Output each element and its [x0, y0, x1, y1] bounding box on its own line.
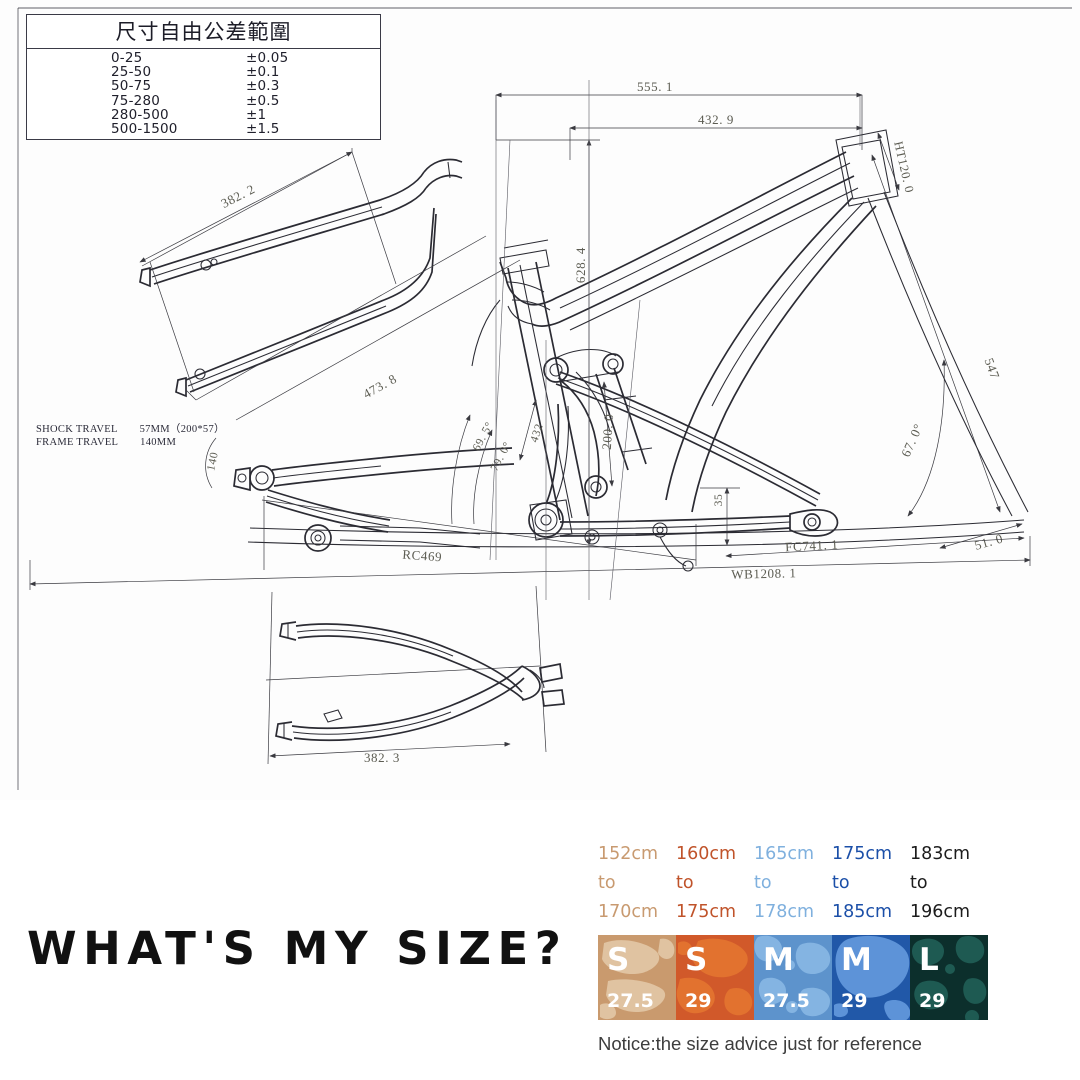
tile-wheel-size: 29	[919, 990, 946, 1012]
height-from: 175cm	[832, 844, 893, 864]
tolerance-value: ±0.5	[246, 92, 280, 109]
height-range-column: 175cm to 185cm	[832, 840, 910, 935]
height-connector: to	[910, 873, 928, 893]
dim-head-tube: HT120. 0	[891, 140, 917, 195]
tolerance-value: ±1.5	[246, 121, 280, 138]
dim-473-8: 473. 8	[360, 371, 399, 402]
size-height-ranges: 152cm to 170cm 160cm to 175cm 165cm to 1…	[598, 840, 1053, 935]
height-from: 183cm	[910, 844, 971, 864]
tile-size-letter: M	[841, 942, 872, 978]
height-range-column: 152cm to 170cm	[598, 840, 676, 935]
height-to: 175cm	[676, 902, 737, 922]
tolerance-range: 0-25	[111, 50, 143, 66]
tolerance-value: ±1	[246, 106, 267, 123]
dim-382-3: 382. 3	[364, 750, 400, 765]
table-row: 280-500 ±1	[27, 108, 380, 122]
height-connector: to	[676, 873, 694, 893]
frame-travel-value: 140MM	[140, 436, 177, 448]
frame-travel-label: FRAME TRAVEL	[36, 436, 119, 448]
tolerance-range: 500-1500	[111, 121, 178, 138]
tolerance-table: 尺寸自由公差範圍 0-25 ±0.05 25-50 ±0.1 50-75 ±0.…	[26, 14, 381, 141]
height-connector: to	[598, 873, 616, 893]
frame-travel-note: FRAME TRAVEL 140MM	[36, 437, 225, 450]
size-chart: 152cm to 170cm 160cm to 175cm 165cm to 1…	[598, 840, 1053, 1055]
terrazzo-pattern-icon	[910, 935, 988, 1020]
tile-size-letter: S	[685, 942, 708, 978]
tolerance-range: 25-50	[111, 64, 152, 81]
height-from: 152cm	[598, 844, 659, 864]
height-range-column: 183cm to 196cm	[910, 840, 988, 935]
dim-628-4: 628. 4	[573, 247, 588, 283]
frame-drawing-svg: .ln { fill:none; stroke:#2b2b33; stroke-…	[17, 7, 1072, 790]
size-notice: Notice:the size advice just for referenc…	[598, 1033, 922, 1054]
dim-fc741: FC741. 1	[785, 537, 839, 555]
terrazzo-pattern-icon	[754, 935, 832, 1020]
size-tile-m-27-5[interactable]: M 27.5	[754, 935, 832, 1020]
height-range-column: 160cm to 175cm	[676, 840, 754, 935]
dim-35: 35	[713, 494, 725, 507]
table-row: 25-50 ±0.1	[27, 65, 380, 79]
travel-notes: SHOCK TRAVEL 57MM（200*57） FRAME TRAVEL 1…	[36, 424, 225, 449]
tile-wheel-size: 27.5	[607, 990, 654, 1012]
table-row: 75-280 ±0.5	[27, 92, 380, 109]
dim-140-arc: 140	[205, 451, 221, 472]
tile-wheel-size: 29	[685, 990, 712, 1012]
table-row: 0-25 ±0.05	[27, 51, 380, 65]
size-tiles: S 27.5 S 29	[598, 935, 1053, 1020]
shock-travel-value: 57MM（200*57）	[139, 424, 225, 435]
tile-size-letter: S	[607, 942, 630, 978]
height-to: 185cm	[832, 902, 893, 922]
tolerance-value: ±0.3	[246, 78, 280, 95]
dim-rc469: RC469	[402, 547, 443, 565]
dim-51-0: 51. 0	[973, 530, 1005, 552]
tile-wheel-size: 29	[841, 990, 868, 1012]
tile-size-letter: M	[763, 942, 794, 978]
dim-wb1208: WB1208. 1	[731, 565, 797, 582]
tile-size-letter: L	[919, 942, 939, 978]
dim-432: 432	[528, 422, 545, 444]
height-to: 170cm	[598, 902, 659, 922]
tolerance-range: 280-500	[111, 106, 169, 123]
terrazzo-pattern-icon	[832, 935, 910, 1020]
terrazzo-pattern-icon	[676, 935, 754, 1020]
tolerance-range: 75-280	[111, 92, 161, 109]
height-from: 160cm	[676, 844, 737, 864]
size-tile-s-27-5[interactable]: S 27.5	[598, 935, 676, 1020]
tolerance-table-title: 尺寸自由公差範圍	[27, 15, 380, 49]
table-row: 50-75 ±0.3	[27, 79, 380, 93]
tolerance-value: ±0.05	[246, 50, 289, 66]
tolerance-table-body: 0-25 ±0.05 25-50 ±0.1 50-75 ±0.3 75-280 …	[27, 49, 380, 139]
shock-travel-label: SHOCK TRAVEL	[36, 424, 118, 435]
dim-200: 200. 0	[599, 413, 616, 450]
height-to: 178cm	[754, 902, 815, 922]
shock-travel-note: SHOCK TRAVEL 57MM（200*57）	[36, 424, 225, 437]
table-row: 500-1500 ±1.5	[27, 122, 380, 136]
tile-wheel-size: 27.5	[763, 990, 810, 1012]
height-connector: to	[832, 873, 850, 893]
terrazzo-pattern-icon	[598, 935, 676, 1020]
size-tile-s-29[interactable]: S 29	[676, 935, 754, 1020]
page-title: WHAT'S MY SIZE?	[27, 922, 568, 975]
dim-67-0: 67. 0°	[898, 421, 926, 459]
height-to: 196cm	[910, 902, 971, 922]
size-guide-panel: WHAT'S MY SIZE? 152cm to 170cm 160cm to …	[0, 800, 1080, 1080]
height-from: 165cm	[754, 844, 815, 864]
height-range-column: 165cm to 178cm	[754, 840, 832, 935]
height-connector: to	[754, 873, 772, 893]
dim-79-0: 79. 0°	[489, 440, 514, 473]
technical-drawing-panel: .ln { fill:none; stroke:#2b2b33; stroke-…	[17, 7, 1072, 790]
dim-432-9: 432. 9	[698, 112, 734, 127]
tolerance-range: 50-75	[111, 78, 152, 95]
size-tile-l-29[interactable]: L 29	[910, 935, 988, 1020]
dim-555: 555. 1	[637, 79, 673, 94]
dim-547: 547	[982, 356, 1003, 381]
tolerance-value: ±0.1	[246, 64, 280, 81]
size-tile-m-29[interactable]: M 29	[832, 935, 910, 1020]
